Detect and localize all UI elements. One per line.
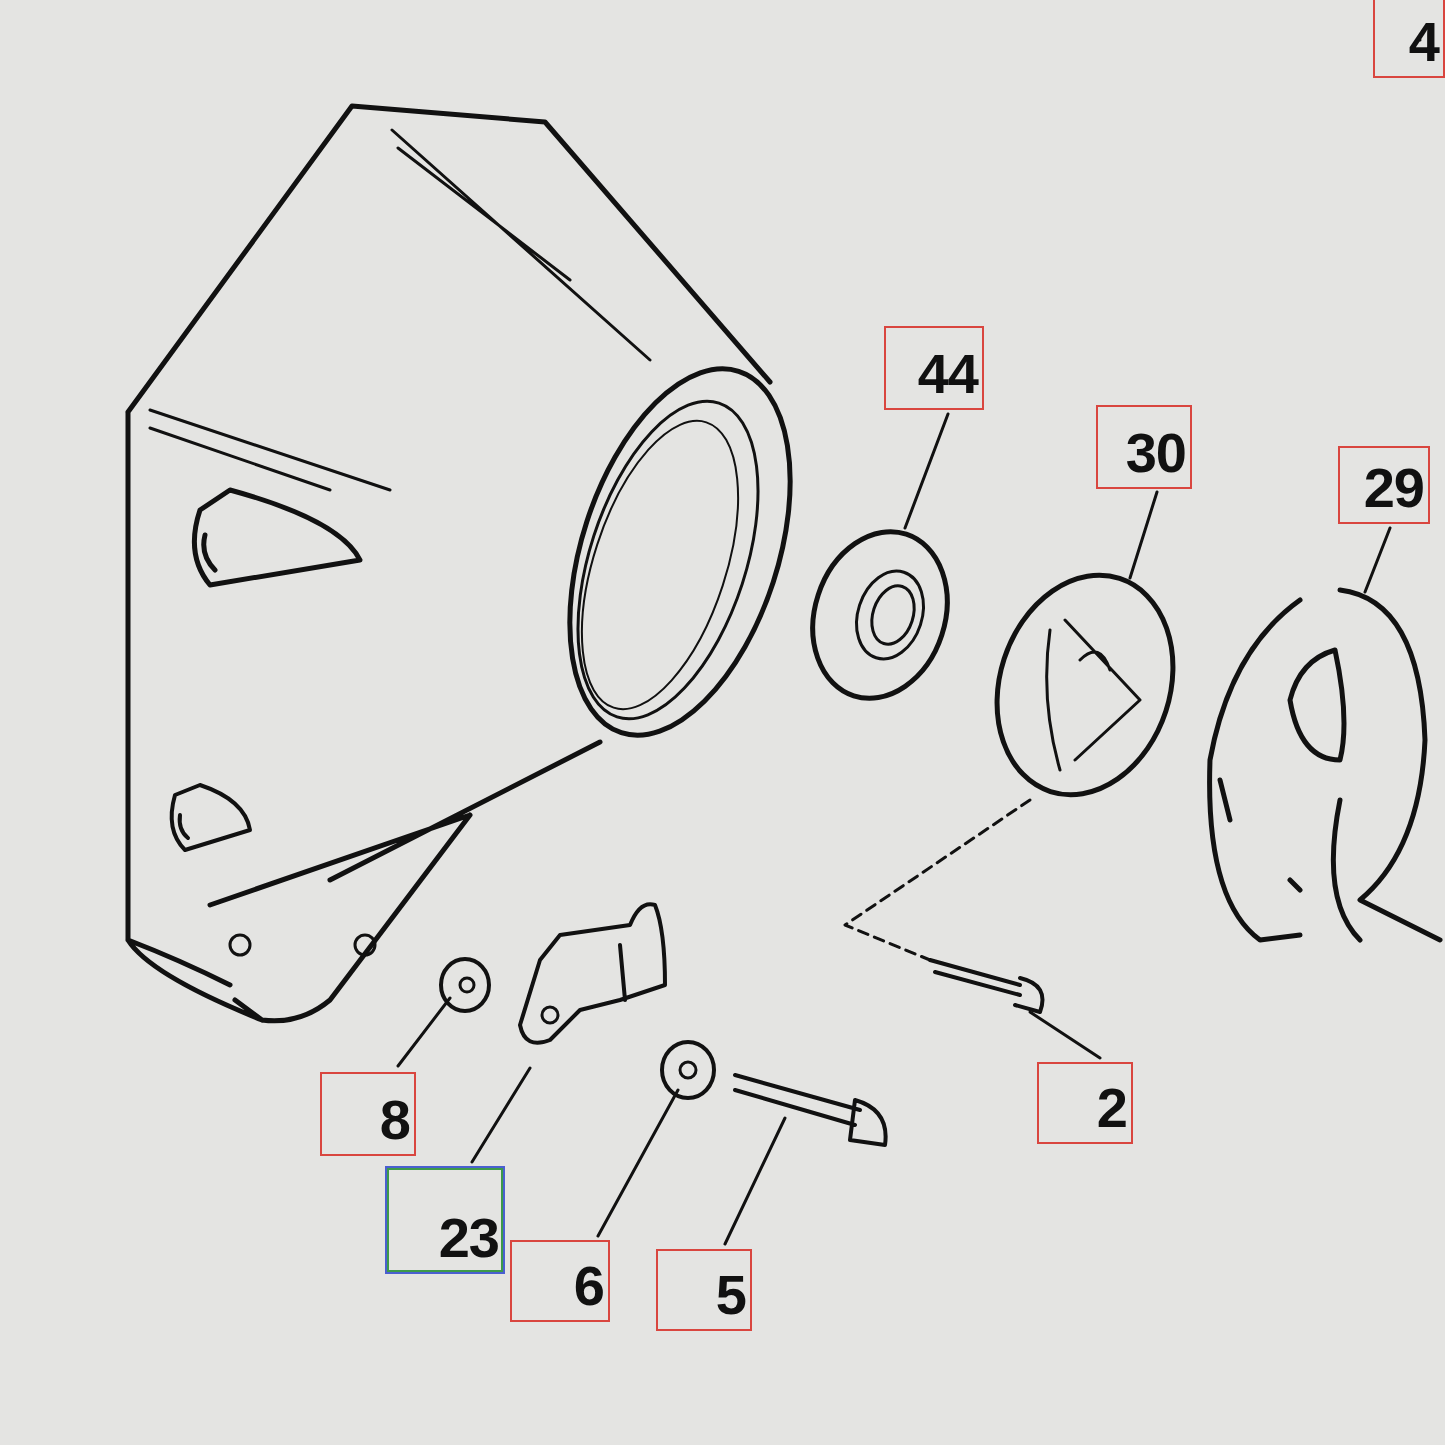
callout-box: 30 <box>1096 405 1192 489</box>
callout-number: 23 <box>435 1210 503 1272</box>
callout-number: 44 <box>914 346 982 408</box>
callout-number: 8 <box>376 1092 414 1154</box>
callout-box: 4 <box>1373 0 1445 78</box>
housing <box>128 106 770 1021</box>
screw <box>930 960 1043 1012</box>
housing-hole <box>230 935 250 955</box>
housing-ring-inner <box>543 379 793 741</box>
seal-inner <box>865 580 922 649</box>
callout-box: 2 <box>1037 1062 1133 1144</box>
callout-number: 4 <box>1405 14 1443 76</box>
housing-hole <box>172 785 250 850</box>
callout-box: 8 <box>320 1072 416 1156</box>
housing-hole <box>355 935 375 955</box>
dashed-line <box>845 800 1030 960</box>
callout-number: 5 <box>712 1267 750 1329</box>
callout-box: 6 <box>510 1240 610 1322</box>
leader-line <box>398 40 1420 1244</box>
housing-ring-inner2 <box>551 402 769 728</box>
bracket <box>520 904 665 1043</box>
housing-edge <box>150 130 650 490</box>
washer-hole <box>460 978 474 992</box>
plate-part <box>1210 590 1440 940</box>
housing-ring <box>528 341 832 763</box>
callout-box: 44 <box>884 326 984 410</box>
callout-number: 29 <box>1360 460 1428 522</box>
seal <box>792 514 968 716</box>
bracket-hole <box>542 1007 558 1023</box>
flange-part <box>970 552 1201 818</box>
callout-box: 5 <box>656 1249 752 1331</box>
flange-detail <box>1047 620 1140 770</box>
callout-number: 2 <box>1093 1080 1131 1142</box>
bolt <box>735 1075 886 1145</box>
washer <box>662 1042 714 1098</box>
callout-box: 23 <box>385 1166 505 1274</box>
callout-box: 29 <box>1338 446 1430 524</box>
housing-boss <box>194 490 360 585</box>
seal-inner <box>846 562 935 667</box>
washer <box>441 959 489 1011</box>
callout-number: 6 <box>570 1258 608 1320</box>
callout-number: 30 <box>1122 425 1190 487</box>
washer-hole <box>680 1062 696 1078</box>
